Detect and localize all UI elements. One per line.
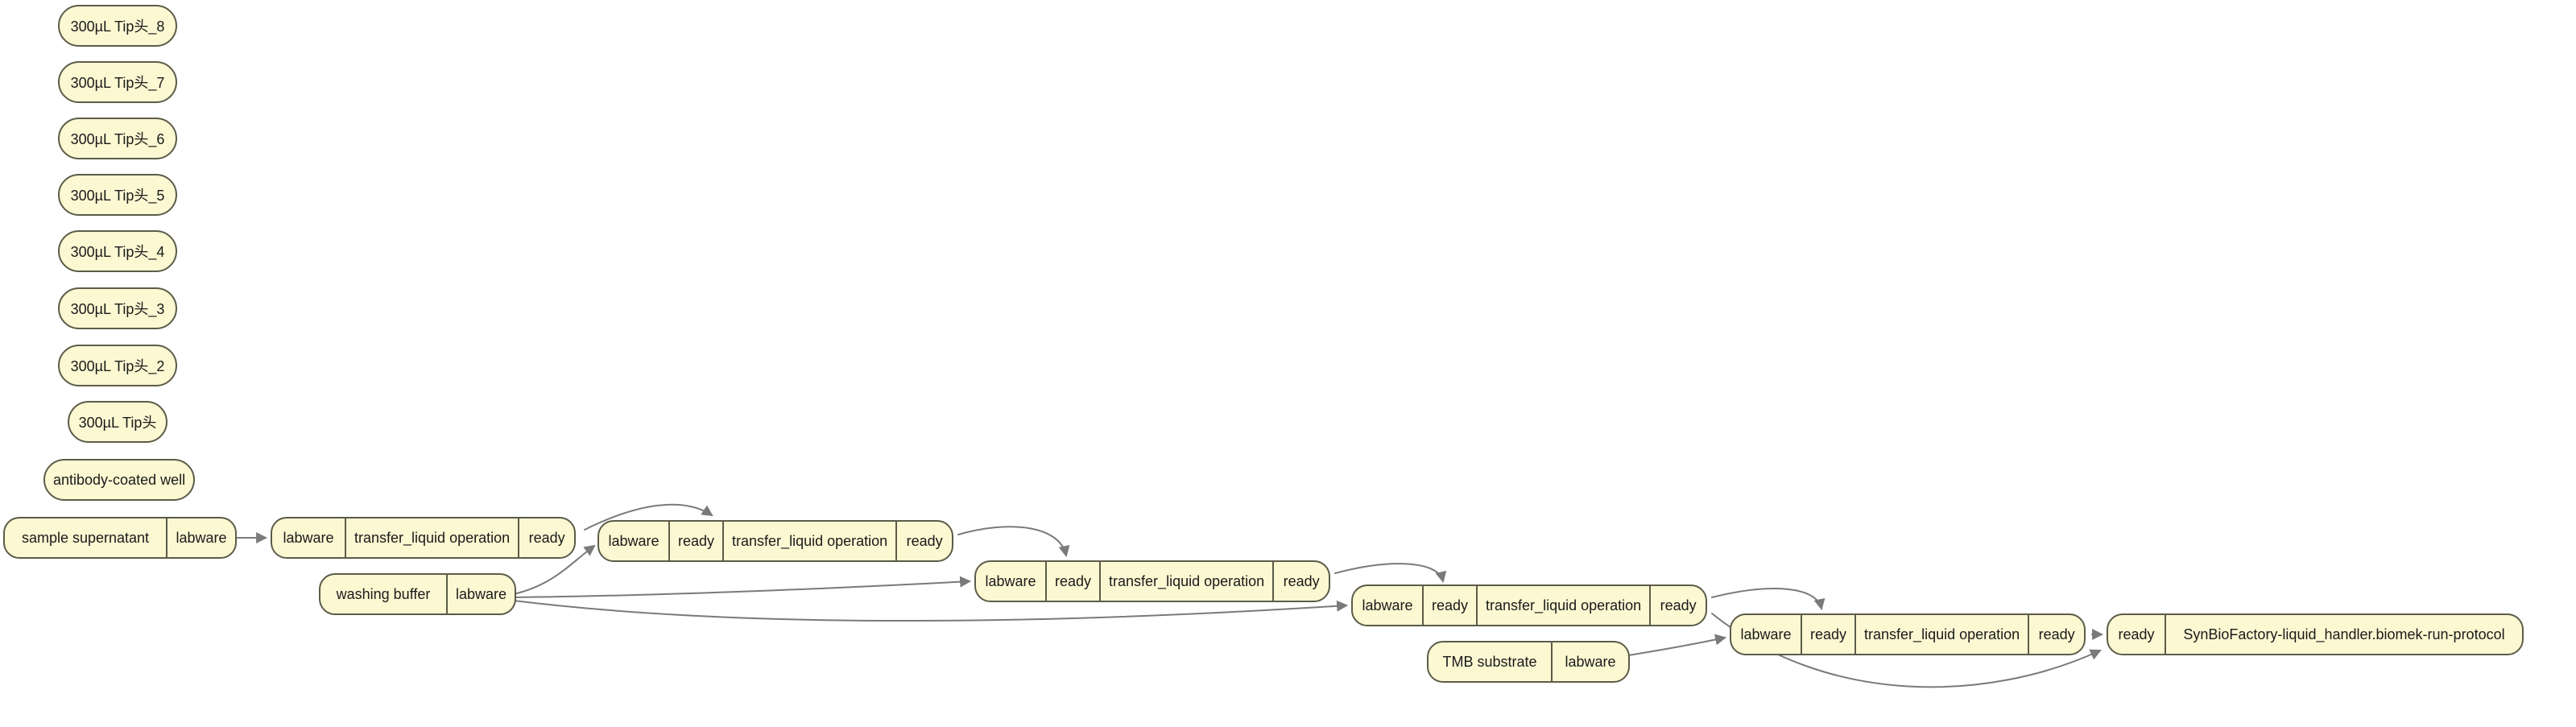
node-antibody-coated-well: antibody-coated well [43, 459, 196, 501]
node-cell: antibody-coated well [53, 471, 186, 488]
node-tip-6: 300µL Tip头_6 [58, 118, 177, 159]
node-tip-4: 300µL Tip头_4 [58, 230, 177, 272]
node-cell: labware [1362, 597, 1413, 613]
node-cell: transfer_liquid operation [1476, 586, 1649, 625]
node-cell: ready [2028, 615, 2084, 654]
node-cell: 300µL Tip头_6 [70, 131, 165, 147]
node-cell: 300µL Tip头_5 [70, 188, 165, 204]
node-cell: sample supernatant [21, 529, 150, 546]
node-cell: transfer_liquid operation [1854, 615, 2028, 654]
node-tip: 300µL Tip头 [68, 401, 167, 443]
node-cell: ready [1045, 562, 1099, 601]
node-cell: labware [1740, 626, 1792, 642]
node-sample-supernatant: sample supernatant labware [3, 517, 237, 559]
node-cell: washing buffer [336, 585, 431, 602]
node-cell: 300µL Tip头_7 [70, 75, 165, 91]
node-final-protocol: ready SynBioFactory-liquid_handler.biomek… [2107, 613, 2524, 655]
node-cell: TMB substrate [1442, 653, 1537, 670]
node-cell: 300µL Tip头 [78, 415, 157, 431]
node-washing-buffer: washing buffer labware [319, 573, 517, 615]
node-cell: SynBioFactory-liquid_handler.biomek-run-… [2165, 615, 2522, 654]
node-tip-7: 300µL Tip头_7 [58, 61, 177, 103]
node-cell: ready [895, 522, 952, 560]
node-cell: 300µL Tip头_3 [70, 301, 165, 317]
node-cell: ready [1272, 562, 1329, 601]
node-cell: ready [668, 522, 722, 560]
node-cell: labware [1551, 642, 1628, 681]
node-tip-8: 300µL Tip头_8 [58, 5, 177, 47]
node-cell: labware [608, 532, 660, 549]
node-cell: ready [1422, 586, 1476, 625]
node-cell: transfer_liquid operation [722, 522, 895, 560]
node-tip-3: 300µL Tip头_3 [58, 287, 177, 329]
node-tip-5: 300µL Tip头_5 [58, 174, 177, 216]
node-cell: labware [283, 529, 334, 546]
node-cell: transfer_liquid operation [1099, 562, 1272, 601]
node-tmb-substrate: TMB substrate labware [1427, 641, 1630, 683]
node-cell: 300µL Tip头_8 [70, 19, 165, 35]
node-cell: 300µL Tip头_4 [70, 244, 165, 260]
node-cell: ready [2118, 626, 2155, 642]
node-cell: labware [166, 518, 235, 557]
node-cell: labware [446, 575, 515, 613]
node-tip-2: 300µL Tip头_2 [58, 345, 177, 386]
node-cell: ready [1801, 615, 1854, 654]
node-cell: ready [518, 518, 574, 557]
node-cell: transfer_liquid operation [345, 518, 518, 557]
node-cell: 300µL Tip头_2 [70, 358, 165, 374]
node-cell: labware [985, 572, 1036, 589]
node-cell: ready [1649, 586, 1706, 625]
